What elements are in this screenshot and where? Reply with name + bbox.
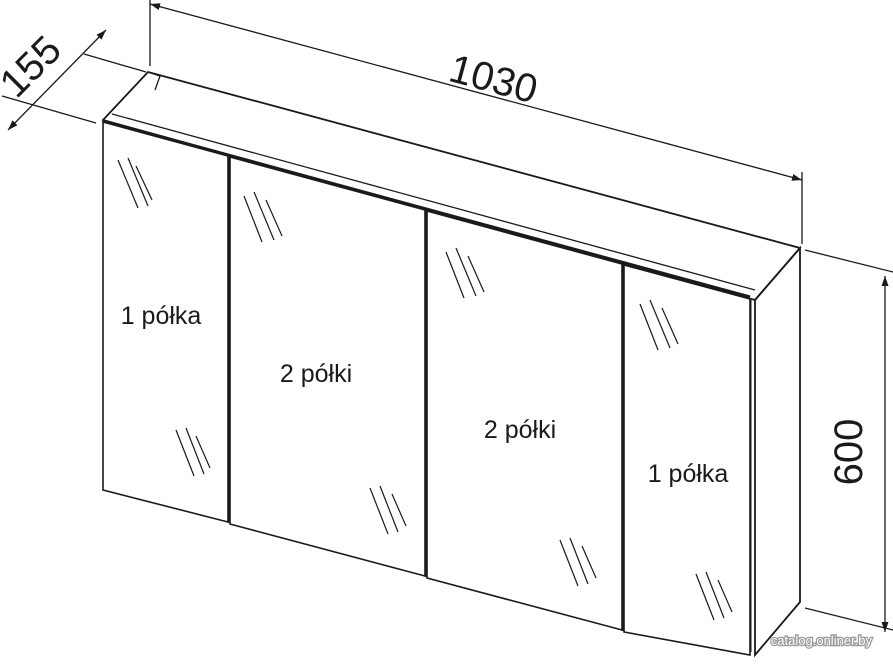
door-4-shelf-label: 1 półka <box>648 460 729 488</box>
depth-dimension: 155 <box>0 28 147 131</box>
door-1-shelf-label: 1 półka <box>121 302 202 330</box>
watermark: catalog.onliner.by <box>771 633 873 648</box>
cabinet-doors <box>102 119 751 656</box>
mirror-reflections <box>117 157 733 621</box>
height-label: 600 <box>827 419 871 486</box>
width-label: 1030 <box>445 47 542 113</box>
depth-label: 155 <box>0 28 70 106</box>
shelf-labels: 1 półka 2 półki 2 półki 1 półka <box>121 302 729 488</box>
height-dimension: 600 <box>804 249 893 632</box>
door-2-shelf-label: 2 półki <box>280 360 352 388</box>
door-3-shelf-label: 2 półki <box>484 416 556 444</box>
